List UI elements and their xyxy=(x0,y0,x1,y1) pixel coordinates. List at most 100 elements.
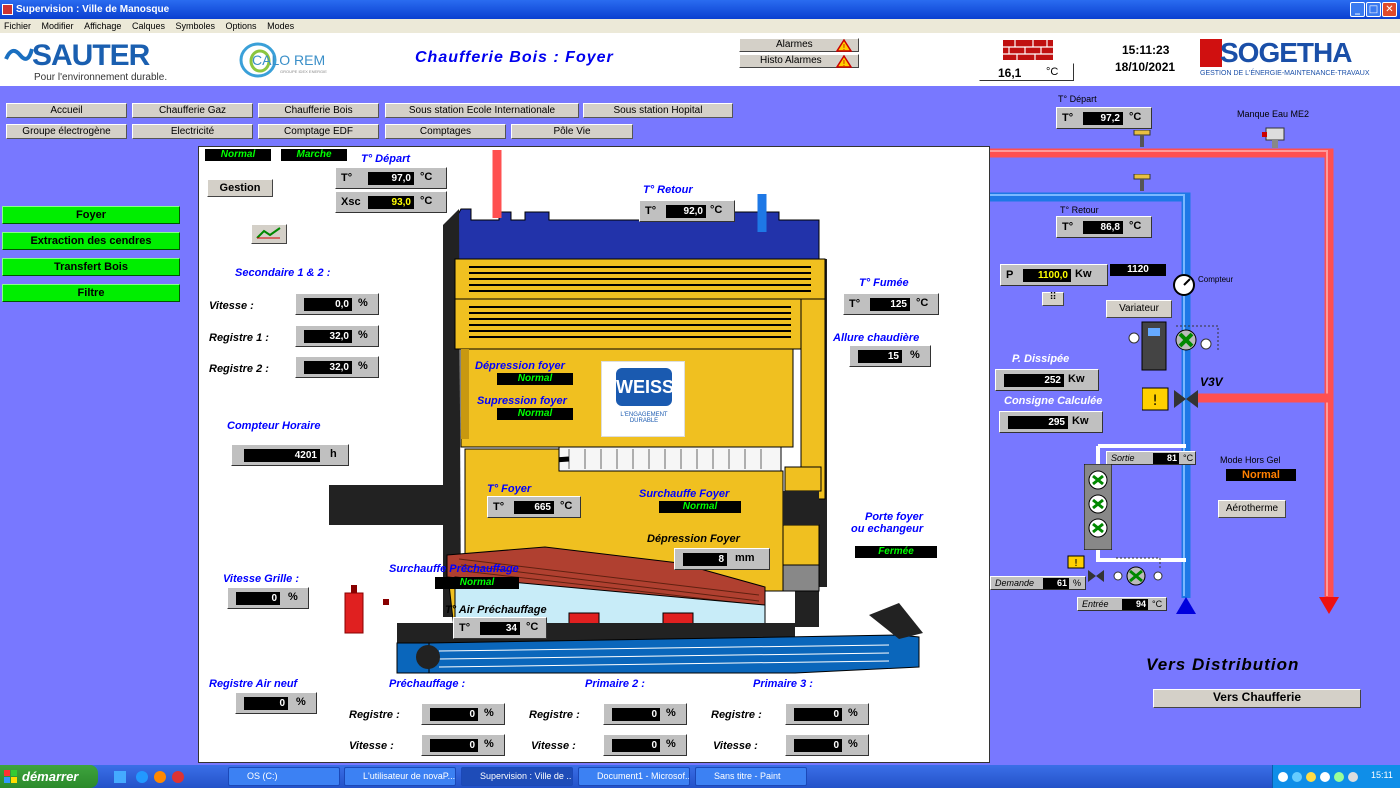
manque-eau-label: Manque Eau ME2 xyxy=(1237,109,1310,119)
arrow-up-icon xyxy=(1176,597,1196,614)
menu-options[interactable]: Options xyxy=(225,21,257,31)
t-fumee-display: T° 125 °C xyxy=(843,293,939,315)
nav-accueil[interactable]: Accueil xyxy=(6,103,127,118)
allure-display: 15 % xyxy=(849,345,931,367)
taskbar-item-word[interactable]: Document1 - Microsof... xyxy=(578,767,690,786)
nav-pole-vie[interactable]: Pôle Vie xyxy=(511,124,633,139)
p3-registre-label: Registre : xyxy=(711,709,762,721)
minimize-button[interactable]: _ xyxy=(1350,2,1365,17)
sensor-icon xyxy=(1133,174,1151,191)
nav-sous-station-ecole[interactable]: Sous station Ecole Internationale xyxy=(385,103,579,118)
maximize-button[interactable]: □ xyxy=(1366,2,1381,17)
right-t-retour-display: T° 86,8 °C xyxy=(1056,216,1152,238)
t-retour-label: T° Retour xyxy=(643,184,693,196)
taskbar-item-supervision[interactable]: Supervision : Ville de ... xyxy=(461,767,573,786)
svg-text:!: ! xyxy=(1074,558,1078,569)
boiler-panel: Normal Marche Gestion T° Départ T° 97,0 … xyxy=(198,146,990,763)
compteur-horaire-label: Compteur Horaire xyxy=(227,420,321,432)
p3-vitesse-label: Vitesse : xyxy=(713,740,758,752)
histo-alarmes-button[interactable]: Histo Alarmes ! xyxy=(739,54,859,68)
sogetha-square-icon xyxy=(1200,39,1222,67)
menu-symboles[interactable]: Symboles xyxy=(175,21,216,31)
gestion-button[interactable]: Gestion xyxy=(207,179,273,197)
sensor-icon xyxy=(1133,130,1151,147)
meter-icon xyxy=(1173,274,1195,296)
menu-calques[interactable]: Calques xyxy=(131,21,165,31)
taskbar-item-paint[interactable]: Sans titre - Paint xyxy=(695,767,807,786)
side-foyer[interactable]: Foyer xyxy=(2,206,180,224)
aerotherme-button[interactable]: Aérotherme xyxy=(1218,500,1286,518)
secondary-pump-icon: ! xyxy=(1067,555,1163,586)
porte-label-1: Porte foyer xyxy=(865,511,924,523)
entree-display: Entrée 94 °C xyxy=(1077,597,1167,611)
depression-foyer2-display: 8 mm xyxy=(674,548,770,570)
header-banner: SAUTER Pour l'environnement durable. CAL… xyxy=(0,33,1400,88)
menu-affichage[interactable]: Affichage xyxy=(84,21,122,31)
consigne-label: Consigne Calculée xyxy=(1004,395,1103,407)
menu-fichier[interactable]: Fichier xyxy=(4,21,32,31)
desktop-icon xyxy=(114,771,126,783)
t-foyer-label: T° Foyer xyxy=(487,483,532,495)
close-button[interactable]: ✕ xyxy=(1382,2,1397,17)
svg-text:!: ! xyxy=(842,59,845,68)
side-extraction-cendres[interactable]: Extraction des cendres xyxy=(2,232,180,250)
nav-comptage-edf[interactable]: Comptage EDF xyxy=(258,124,379,139)
warning-icon: ! xyxy=(836,39,852,52)
svg-text:!: ! xyxy=(1152,393,1158,409)
sauter-logo: SAUTER Pour l'environnement durable. xyxy=(4,39,167,83)
vers-chaufferie-button[interactable]: Vers Chaufferie xyxy=(1153,689,1361,708)
keypad-button[interactable]: ⠿ xyxy=(1042,292,1064,306)
weiss-logo: WEISS L'ENGAGEMENT DURABLE xyxy=(601,361,685,437)
menu-bar: Fichier Modifier Affichage Calques Symbo… xyxy=(0,19,1400,33)
variateur-button[interactable]: Variateur xyxy=(1106,300,1172,318)
ie-icon xyxy=(136,771,148,783)
nav-comptages[interactable]: Comptages xyxy=(385,124,506,139)
t-air-label: T° Air Préchauffage xyxy=(445,604,547,616)
start-button[interactable]: démarrer xyxy=(0,765,98,788)
chart-button[interactable] xyxy=(251,224,287,244)
p3-registre-display: 0 % xyxy=(785,703,869,725)
consigne-display: 295 Kw xyxy=(999,411,1103,433)
brick-wall-icon xyxy=(1003,40,1053,60)
registre2-label: Registre 2 : xyxy=(209,363,269,375)
quick-launch xyxy=(114,771,184,783)
clock-date: 18/10/2021 xyxy=(1115,60,1176,74)
menu-modifier[interactable]: Modifier xyxy=(41,21,74,31)
p2-vitesse-display: 0 % xyxy=(603,734,687,756)
status-normal: Normal xyxy=(205,149,271,161)
compteur-horaire-display: 4201 h xyxy=(231,444,349,466)
nav-groupe-electrogene[interactable]: Groupe électrogène xyxy=(6,124,127,139)
taskbar: démarrer OS (C:) L'utilisateur de novaP.… xyxy=(0,765,1400,788)
window-titlebar: Supervision : Ville de Manosque _ □ ✕ xyxy=(0,0,1400,19)
depression-foyer2-label: Dépression Foyer xyxy=(647,533,740,545)
registre-air-neuf-display: 0 % xyxy=(235,692,317,714)
vitesse-display: 0,0 % xyxy=(295,293,379,315)
alarmes-button[interactable]: Alarmes ! xyxy=(739,38,859,52)
opera-icon xyxy=(172,771,184,783)
keypad-icon: ⠿ xyxy=(1049,292,1057,303)
taskbar-item-os[interactable]: OS (C:) xyxy=(228,767,340,786)
side-transfert-bois[interactable]: Transfert Bois xyxy=(2,258,180,276)
vitesse-grille-label: Vitesse Grille : xyxy=(223,573,300,585)
side-filtre[interactable]: Filtre xyxy=(2,284,180,302)
surchauffe-prechauffage-label: Surchauffe Préchauffage xyxy=(389,563,519,575)
nav-chaufferie-gaz[interactable]: Chaufferie Gaz xyxy=(132,103,253,118)
outside-temp-display: 16,1 °C xyxy=(979,63,1074,81)
allure-label: Allure chaudière xyxy=(833,332,920,344)
menu-modes[interactable]: Modes xyxy=(267,21,295,31)
right-t-depart-label: T° Départ xyxy=(1058,94,1097,104)
depression-foyer-label: Dépression foyer xyxy=(475,360,565,372)
taskbar-item-novap[interactable]: L'utilisateur de novaP... xyxy=(344,767,456,786)
p-dissipee-display: 252 Kw xyxy=(995,369,1099,391)
nav-electricite[interactable]: Electricité xyxy=(132,124,253,139)
prechauffage-label: Préchauffage : xyxy=(389,678,466,690)
status-marche: Marche xyxy=(281,149,347,161)
t-retour-display: T° 92,0 °C xyxy=(639,200,735,222)
app-icon xyxy=(2,4,13,15)
nav-chaufferie-bois[interactable]: Chaufferie Bois xyxy=(258,103,379,118)
pressure-switch-icon xyxy=(1262,127,1285,148)
primaire2-label: Primaire 2 : xyxy=(585,678,645,690)
t-air-display: T° 34 °C xyxy=(453,617,547,639)
nav-sous-station-hopital[interactable]: Sous station Hopital xyxy=(583,103,733,118)
svg-text:!: ! xyxy=(842,43,845,52)
